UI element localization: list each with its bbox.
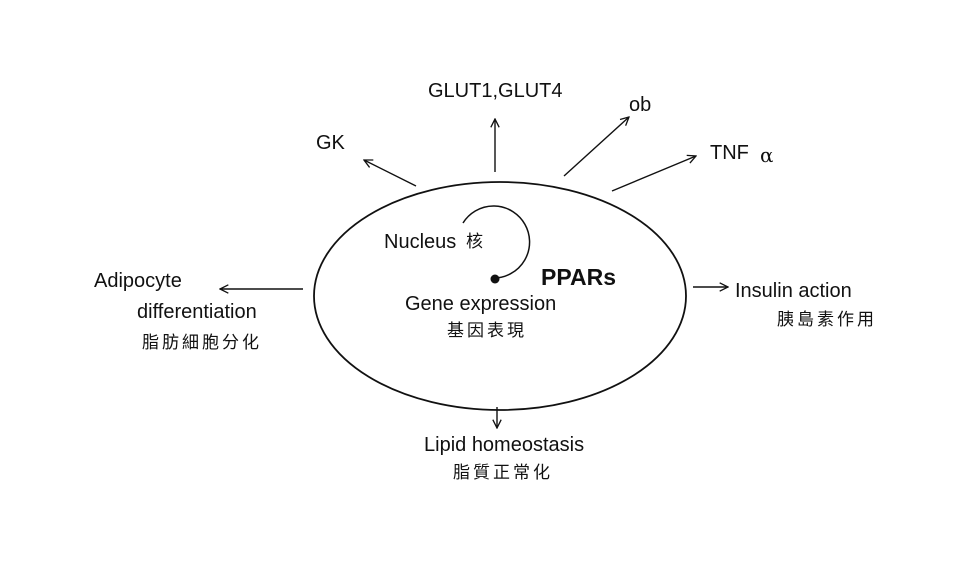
adipocyte-cjk-label: 脂肪細胞分化 (142, 333, 262, 353)
glut-label: GLUT1,GLUT4 (428, 80, 563, 102)
adipocyte-label-line1: Adipocyte (94, 270, 182, 292)
tnf-alpha-symbol: α (760, 143, 774, 167)
nucleus-dot (490, 274, 500, 284)
gk-label: GK (316, 132, 345, 154)
lipid-homeostasis-cjk-label: 脂質正常化 (453, 463, 553, 483)
cell-ellipse (313, 181, 687, 411)
insulin-action-label: Insulin action (735, 280, 852, 302)
nucleus-label: Nucleus (384, 231, 457, 253)
lipid-homeostasis-label: Lipid homeostasis (424, 434, 585, 456)
tnf-label: TNF (710, 142, 749, 164)
nucleus-cjk-label: 核 (466, 232, 486, 252)
gene-expression-cjk-label: 基因表現 (447, 321, 527, 341)
arrow-gk (364, 160, 417, 187)
nucleus-arc (462, 205, 531, 279)
arrow-ob (563, 117, 629, 177)
ppars-title: PPARs (541, 264, 616, 290)
ob-label: ob (629, 94, 652, 116)
insulin-action-cjk-label: 胰島素作用 (777, 310, 877, 330)
arrow-tnf (611, 156, 696, 192)
adipocyte-label-line2: differentiation (137, 301, 257, 323)
gene-expression-label: Gene expression (405, 293, 557, 315)
